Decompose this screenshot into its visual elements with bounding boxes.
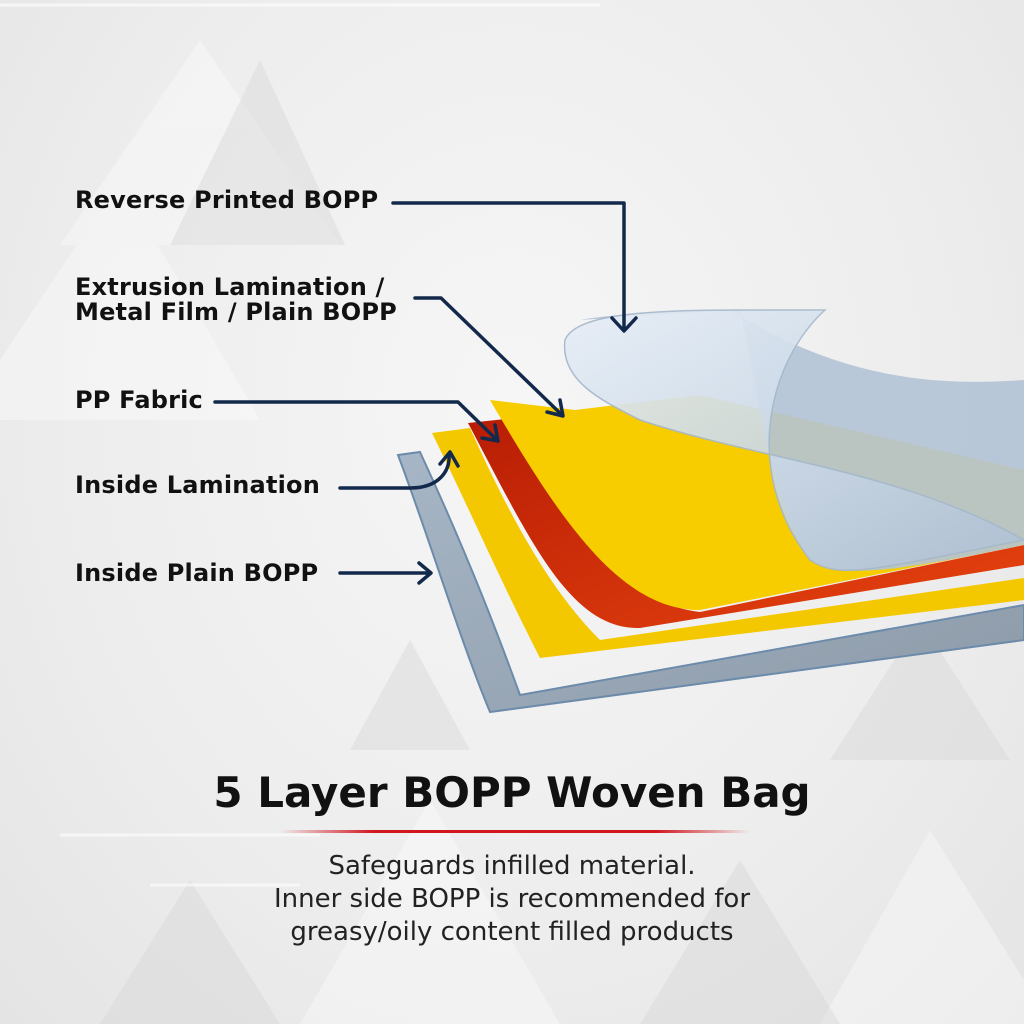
label-text: Reverse Printed BOPP [75,186,379,214]
description-line-3: greasy/oily content filled products [290,917,734,947]
layer-pp-fabric [468,418,1024,629]
arrow-extrusion-lamination [413,296,564,417]
layer-inside-lamination [432,428,1024,658]
label-text-line-2: Metal Film / Plain BOPP [75,298,397,326]
label-reverse-printed-bopp: Reverse Printed BOPP [75,188,378,213]
description: Safeguards infilled material. Inner side… [0,850,1024,949]
title-underline-divider [280,830,750,833]
arrow-pp-fabric [213,400,499,442]
description-line-1: Safeguards infilled material. [328,851,696,881]
label-extrusion-lamination: Extrusion Lamination / Metal Film / Plai… [75,275,397,325]
label-text: PP Fabric [75,386,203,414]
label-text: Inside Lamination [75,471,321,499]
layer-inside-plain-bopp [396,450,1024,714]
layer-reverse-printed-bopp [563,309,1024,572]
label-text-line-1: Extrusion Lamination / [75,273,385,301]
arrow-reverse-printed-bopp [391,201,626,332]
label-inside-plain-bopp: Inside Plain BOPP [75,561,318,586]
label-pp-fabric: PP Fabric [75,388,203,413]
arrow-inside-lamination [338,453,451,490]
label-text: Inside Plain BOPP [75,559,319,587]
description-line-2: Inner side BOPP is recommended for [273,884,751,914]
page-title: 5 Layer BOPP Woven Bag [213,768,811,817]
label-inside-lamination: Inside Lamination [75,473,320,498]
